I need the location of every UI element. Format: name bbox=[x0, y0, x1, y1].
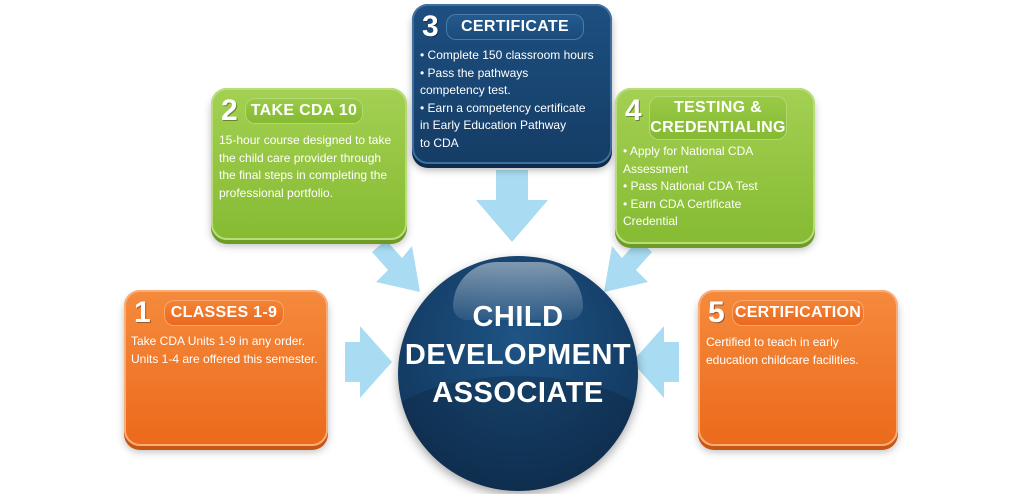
arrow-step1 bbox=[345, 326, 392, 398]
center-title-line-3: ASSOCIATE bbox=[432, 377, 604, 409]
step-number: 5 bbox=[708, 296, 725, 329]
step-2-card: 2 TAKE CDA 10 15-hour course designed to… bbox=[211, 88, 407, 240]
arrow-step5 bbox=[632, 326, 679, 398]
step-title: CERTIFICATE bbox=[446, 14, 584, 40]
step-title: TESTING & CREDENTIALING bbox=[649, 96, 787, 140]
arrow-step4 bbox=[604, 240, 652, 292]
step-description: Take CDA Units 1-9 in any order. Units 1… bbox=[131, 334, 318, 366]
step-title: TAKE CDA 10 bbox=[245, 98, 363, 124]
step-description: • Complete 150 classroom hours • Pass th… bbox=[420, 48, 594, 150]
step-title: CLASSES 1-9 bbox=[164, 300, 284, 326]
step-number: 1 bbox=[134, 296, 151, 329]
center-title-line-1: CHILD bbox=[472, 301, 564, 333]
step-description: • Apply for National CDA Assessment • Pa… bbox=[623, 144, 758, 228]
arrow-step2 bbox=[372, 240, 420, 292]
step-number: 2 bbox=[221, 94, 238, 127]
step-title: CERTIFICATION bbox=[732, 300, 864, 326]
center-circle: CHILD DEVELOPMENT ASSOCIATE bbox=[398, 256, 638, 491]
step-number: 4 bbox=[625, 94, 642, 127]
step-number: 3 bbox=[422, 10, 439, 43]
step-4-card: 4 TESTING & CREDENTIALING • Apply for Na… bbox=[615, 88, 815, 244]
center-title-line-2: DEVELOPMENT bbox=[404, 339, 632, 371]
step-3-card: 3 CERTIFICATE • Complete 150 classroom h… bbox=[412, 4, 612, 164]
step-description: 15-hour course designed to take the chil… bbox=[219, 133, 392, 200]
step-5-card: 5 CERTIFICATION Certified to teach in ea… bbox=[698, 290, 898, 446]
step-description: Certified to teach in early education ch… bbox=[706, 335, 859, 367]
arrow-step3 bbox=[476, 170, 548, 242]
step-1-card: 1 CLASSES 1-9 Take CDA Units 1-9 in any … bbox=[124, 290, 328, 446]
